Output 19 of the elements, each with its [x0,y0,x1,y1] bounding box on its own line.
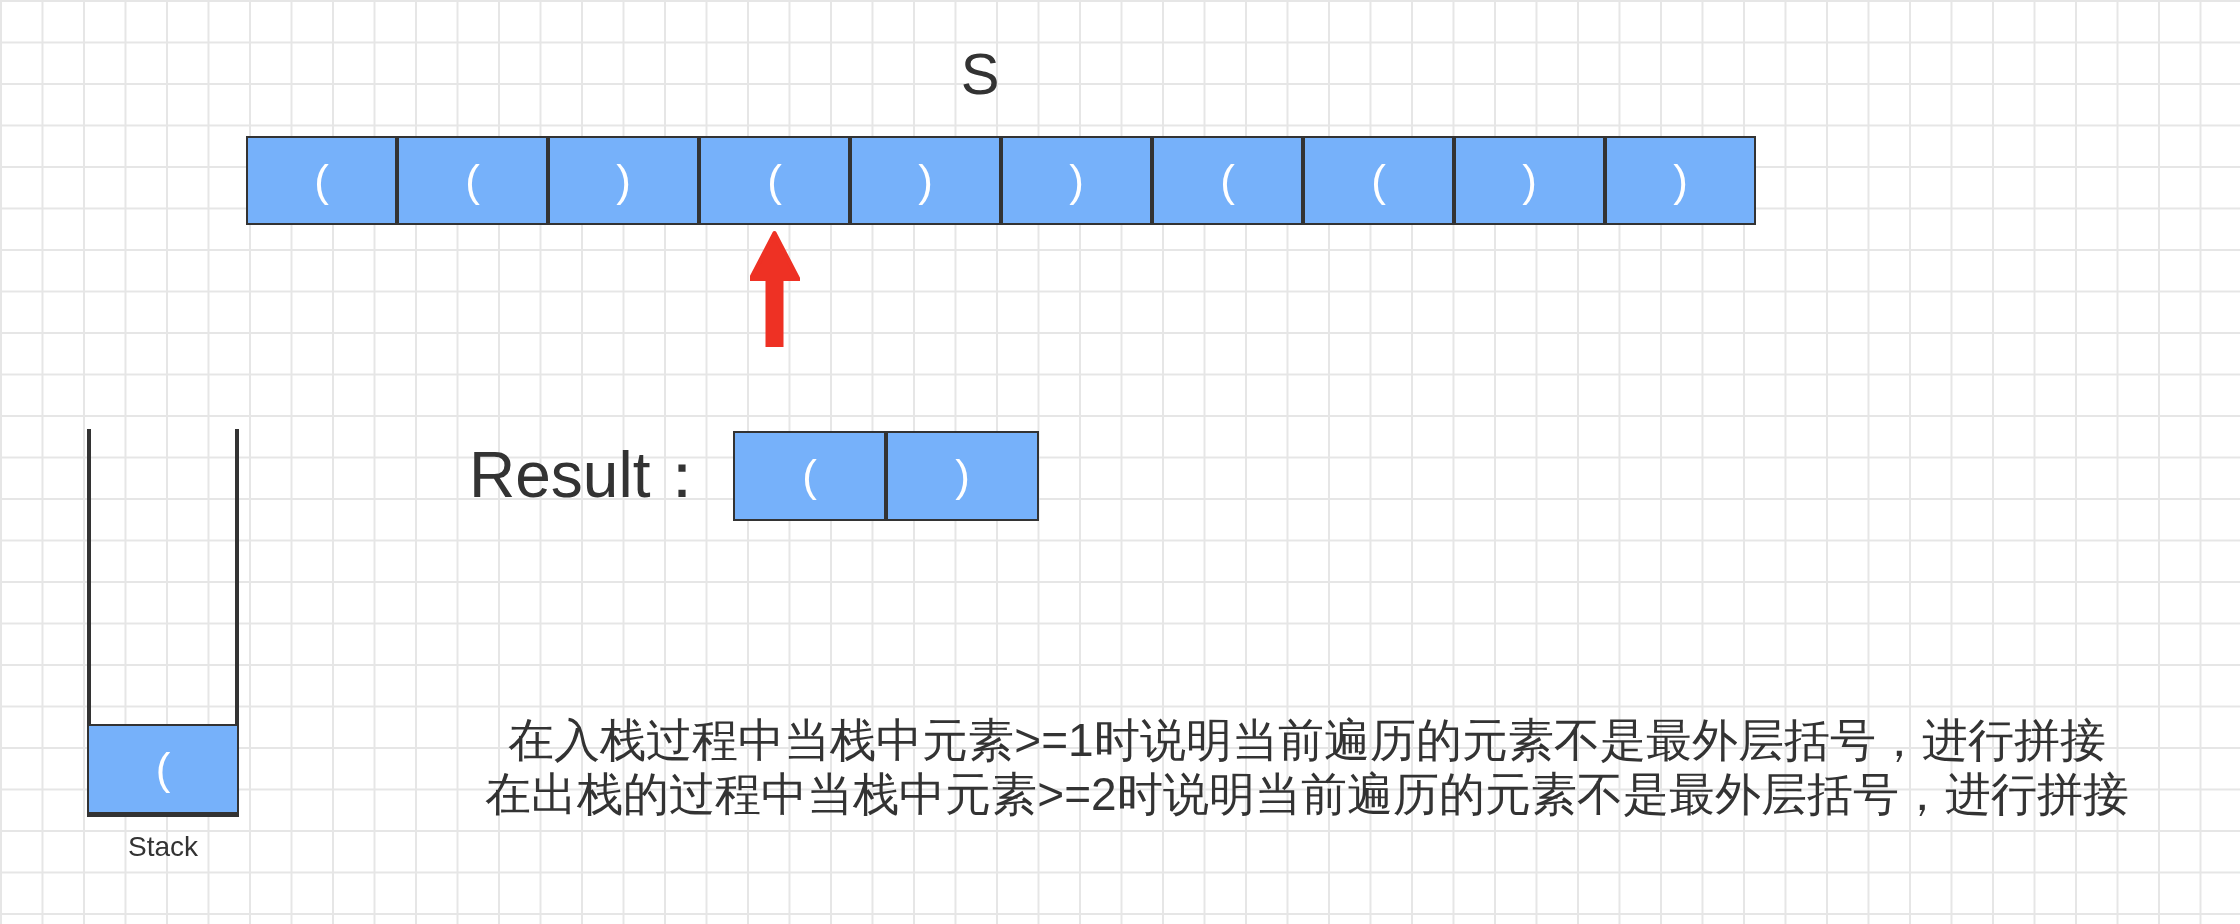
array-cell: ( [87,724,239,814]
array-cell: ( [397,136,548,225]
array-cell: ) [548,136,699,225]
title: S [959,40,1001,107]
array-cell: ( [1303,136,1454,225]
array-cell: ( [699,136,850,225]
note-text: 在出栈的过程中当栈中元素>=2时说明当前遍历的元素不是最外层括号，进行拼接 [485,767,2129,822]
note-text: 在入栈过程中当栈中元素>=1时说明当前遍历的元素不是最外层括号，进行拼接 [508,713,2106,768]
array-cell: ( [246,136,397,225]
stack-label: Stack [127,831,199,863]
array-cell: ( [1152,136,1303,225]
array-cell: ( [733,431,886,521]
pointer-arrow [747,231,802,347]
array-cell: ) [850,136,1001,225]
array-cell: ) [1454,136,1605,225]
array-cell: ) [1605,136,1756,225]
array-cell: ) [1001,136,1152,225]
result-label: Result： [469,438,715,513]
array-cell: ) [886,431,1039,521]
